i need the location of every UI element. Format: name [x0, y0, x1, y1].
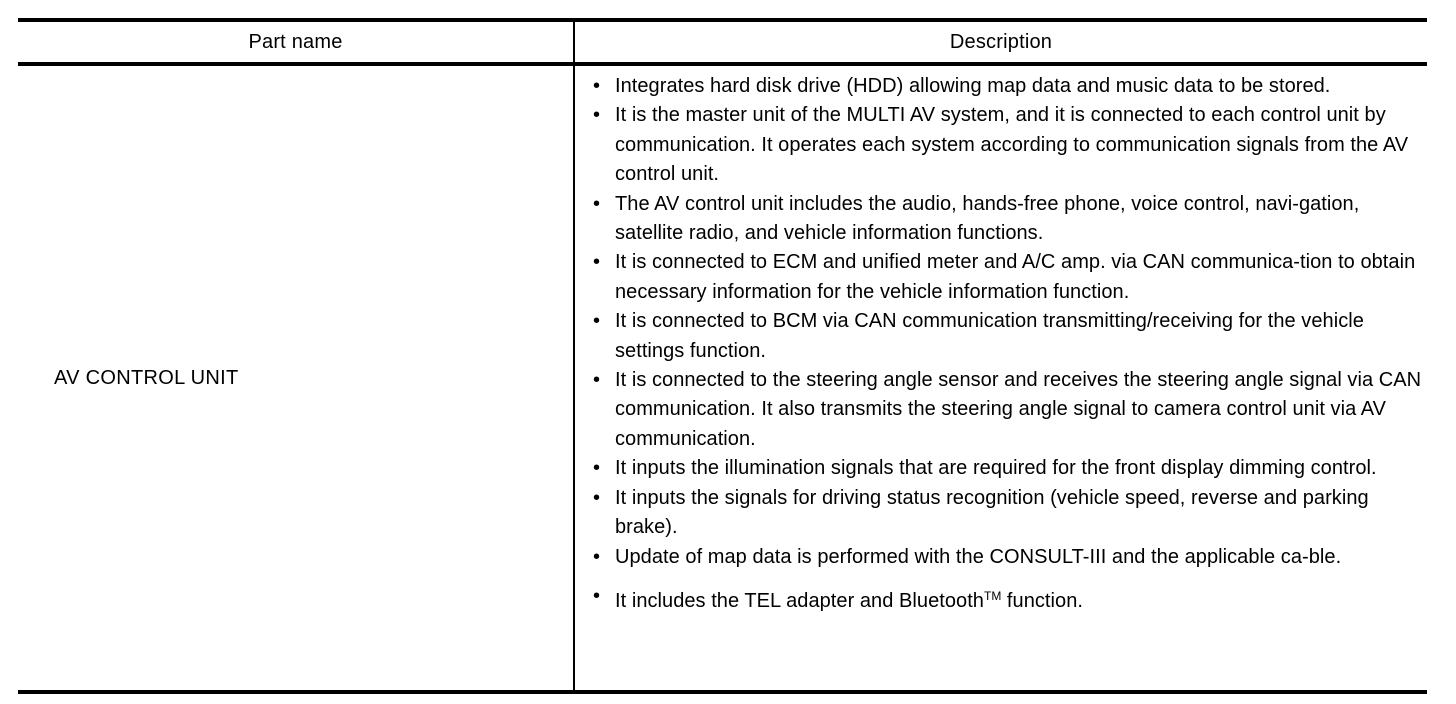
bullet-marker-icon: • — [593, 486, 601, 509]
trademark-symbol: TM — [983, 588, 1002, 603]
bullet-marker-icon: • — [593, 584, 601, 607]
table-bottom-rule — [18, 690, 1427, 694]
description-bullet-text: It includes the TEL adapter and Bluetoot… — [615, 588, 1083, 612]
description-bullet: • It is connected to the steering angle s… — [575, 366, 1427, 454]
table-top-rule — [18, 18, 1427, 22]
description-bullet-text: It inputs the signals for driving status… — [615, 486, 1369, 539]
part-name-value: AV CONTROL UNIT — [54, 366, 239, 389]
bullet-marker-icon: • — [593, 104, 601, 127]
table-header-rule — [18, 62, 1427, 66]
bullet-marker-icon: • — [593, 310, 601, 333]
table-column-divider — [573, 18, 575, 694]
description-bullet: • It is connected to BCM via CAN communic… — [575, 307, 1427, 366]
description-bullet: • It is the master unit of the MULTI AV s… — [575, 101, 1427, 189]
description-bullet-text: It inputs the illumination signals that … — [615, 457, 1377, 480]
bullet-marker-icon: • — [593, 192, 601, 215]
description-bullet-text: The AV control unit includes the audio, … — [615, 192, 1360, 245]
description-bullet-text: Update of map data is performed with the… — [615, 545, 1342, 568]
description-bullet-text: It is the master unit of the MULTI AV sy… — [615, 104, 1409, 186]
column-header-part-name: Part name — [248, 31, 343, 53]
description-bullet-text: It is connected to BCM via CAN communica… — [615, 310, 1364, 362]
description-bullet: • Update of map data is performed with th… — [575, 543, 1427, 572]
description-bullet-text: Integrates hard disk drive (HDD) allowin… — [615, 75, 1331, 97]
description-bullet-text: It is connected to the steering angle se… — [615, 369, 1422, 450]
bullet-marker-icon: • — [593, 251, 601, 274]
bullet-marker-icon: • — [593, 545, 601, 568]
description-bullet: • The AV control unit includes the audio,… — [575, 190, 1427, 249]
description-bullet: • It includes the TEL adapter and Bluetoo… — [575, 582, 1427, 616]
description-bullet: • Integrates hard disk drive (HDD) allowi… — [575, 72, 1427, 101]
bullet-marker-icon: • — [593, 457, 601, 480]
bullet-marker-icon: • — [593, 75, 601, 97]
column-header-description: Description — [949, 31, 1053, 53]
table-header-row: Part name Description — [18, 22, 1427, 62]
description-bullet: • It inputs the signals for driving statu… — [575, 484, 1427, 543]
description-bullet: • It is connected to ECM and unified mete… — [575, 248, 1427, 307]
part-name-cell: AV CONTROL UNIT — [54, 66, 574, 690]
description-bullet-list: • Integrates hard disk drive (HDD) allowi… — [575, 72, 1427, 616]
description-bullet-text: It is connected to ECM and unified meter… — [615, 251, 1416, 303]
bullet-marker-icon: • — [593, 369, 601, 392]
table-row: AV CONTROL UNIT • Integrates hard disk dr… — [18, 66, 1427, 690]
description-bullet: • It inputs the illumination signals that… — [575, 454, 1427, 483]
description-cell: • Integrates hard disk drive (HDD) allowi… — [575, 66, 1427, 690]
